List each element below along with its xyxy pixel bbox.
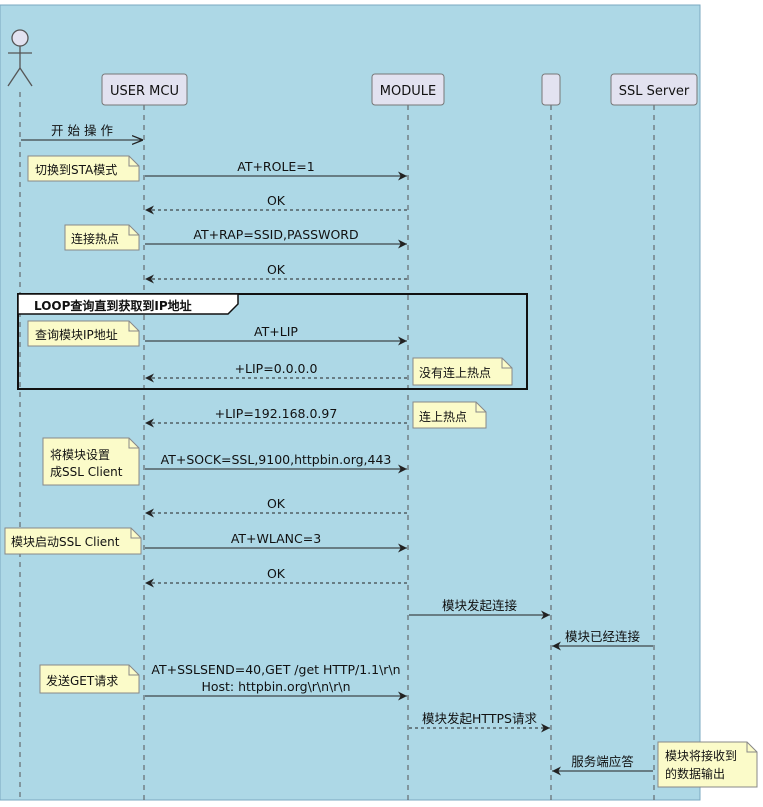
stick-figure-actor-icon bbox=[7, 29, 33, 87]
participant-user-mcu: USER MCU bbox=[101, 73, 188, 106]
loop-frame: LOOP查询直到获取到IP地址 bbox=[17, 293, 528, 390]
note-query-ip: 查询模块IP地址 bbox=[27, 320, 140, 347]
note-not-connected-text: 没有连上热点 bbox=[419, 365, 491, 380]
message-m8: AT+SOCK=SSL,9100,httpbin.org,443 bbox=[145, 452, 407, 474]
participant-module-label: MODULE bbox=[380, 84, 436, 99]
note-query-ip-text: 查询模块IP地址 bbox=[35, 328, 118, 342]
note-connect-hotspot: 连接热点 bbox=[64, 224, 140, 251]
message-label: OK bbox=[267, 262, 286, 277]
note-start-ssl-client-text: 模块启动SSL Client bbox=[11, 535, 120, 549]
message-label: OK bbox=[267, 566, 286, 581]
note-output-data: 模块将接收到 的数据输出 bbox=[657, 741, 758, 788]
message-label: AT+LIP bbox=[254, 324, 298, 339]
message-m4: OK bbox=[145, 262, 407, 284]
message-m16: 服务端应答 bbox=[552, 754, 653, 776]
note-set-ssl-client-line1: 将模块设置 bbox=[50, 448, 110, 462]
participant-user-mcu-label: USER MCU bbox=[110, 84, 179, 99]
participant-ssl-server: SSL Server bbox=[610, 73, 698, 106]
message-label: AT+SOCK=SSL,9100,httpbin.org,443 bbox=[161, 452, 392, 467]
participant-module: MODULE bbox=[371, 73, 445, 106]
note-set-ssl-client-line2: 成SSL Client bbox=[50, 465, 123, 479]
message-m0: 开 始 操 作 bbox=[21, 123, 143, 140]
message-m2: OK bbox=[145, 193, 407, 215]
message-label: 模块已经连接 bbox=[565, 629, 641, 644]
note-switch-sta-text: 切换到STA模式 bbox=[35, 163, 117, 177]
message-m10: AT+WLANC=3 bbox=[145, 531, 407, 553]
message-label: +LIP=192.168.0.97 bbox=[215, 406, 338, 421]
message-label: OK bbox=[267, 193, 286, 208]
note-send-get-text: 发送GET请求 bbox=[46, 673, 118, 688]
note-start-ssl-client: 模块启动SSL Client bbox=[4, 527, 142, 555]
message-m7: +LIP=192.168.0.97 bbox=[145, 406, 407, 428]
note-switch-sta: 切换到STA模式 bbox=[27, 155, 140, 182]
note-output-data-line1: 模块将接收到 bbox=[665, 748, 737, 763]
message-m12: 模块发起连接 bbox=[409, 598, 550, 620]
note-connected: 连上热点 bbox=[412, 401, 487, 429]
message-label: 服务端应答 bbox=[571, 754, 634, 769]
message-m6: +LIP=0.0.0.0 bbox=[145, 361, 407, 383]
note-set-ssl-client: 将模块设置 成SSL Client bbox=[42, 437, 140, 486]
message-label: Host: httpbin.org\r\n\r\n bbox=[201, 679, 350, 694]
message-m3: AT+RAP=SSID,PASSWORD bbox=[145, 227, 407, 249]
message-m14: AT+SSLSEND=40,GET /get HTTP/1.1\r\nHost:… bbox=[145, 662, 407, 701]
message-label: AT+SSLSEND=40,GET /get HTTP/1.1\r\n bbox=[151, 662, 400, 677]
message-label: AT+RAP=SSID,PASSWORD bbox=[193, 227, 358, 242]
message-m13: 模块已经连接 bbox=[552, 629, 653, 651]
message-m15: 模块发起HTTPS请求 bbox=[409, 711, 550, 733]
lifelines bbox=[19, 92, 655, 800]
loop-label: LOOP查询直到获取到IP地址 bbox=[34, 298, 192, 313]
message-label: AT+WLANC=3 bbox=[231, 531, 321, 546]
note-connected-text: 连上热点 bbox=[419, 409, 467, 424]
message-label: OK bbox=[267, 496, 286, 511]
notes-layer: 切换到STA模式 连接热点 查询模块IP地址 没有连上热点 连上热点 将模块设置… bbox=[4, 155, 758, 788]
messages-layer: 开 始 操 作 AT+ROLE=1OK AT+RAP=SSID,PASSWORD OK… bbox=[21, 123, 653, 776]
note-output-data-line2: 的数据输出 bbox=[665, 766, 725, 781]
message-label: 模块发起连接 bbox=[442, 598, 518, 613]
message-m5: AT+LIP bbox=[145, 324, 407, 346]
note-send-get: 发送GET请求 bbox=[39, 664, 140, 694]
message-m11: OK bbox=[145, 566, 407, 588]
participant-ssl-server-label: SSL Server bbox=[619, 84, 690, 99]
message-m1: AT+ROLE=1 bbox=[145, 159, 407, 181]
message-label: 开 始 操 作 bbox=[51, 123, 113, 138]
note-not-connected: 没有连上热点 bbox=[412, 357, 513, 386]
note-connect-hotspot-text: 连接热点 bbox=[71, 231, 119, 246]
message-label: +LIP=0.0.0.0 bbox=[235, 361, 318, 376]
message-label: AT+ROLE=1 bbox=[237, 159, 315, 174]
message-label: 模块发起HTTPS请求 bbox=[422, 711, 537, 726]
message-m9: OK bbox=[145, 496, 407, 518]
participant-unnamed bbox=[541, 73, 561, 106]
